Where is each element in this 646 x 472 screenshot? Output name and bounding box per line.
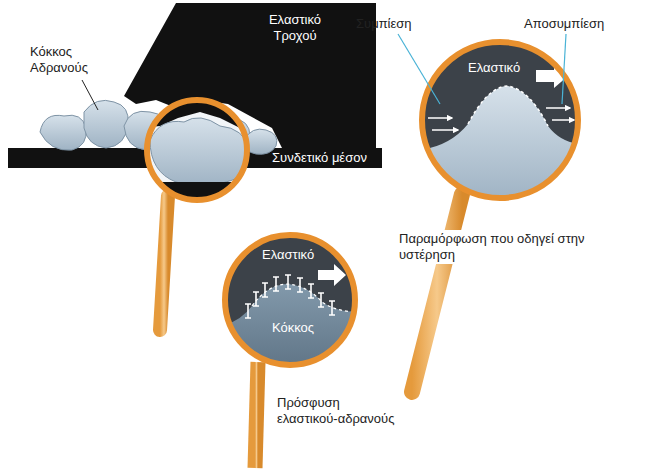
caption-note: Παραμόρφωση που οδηγεί στην υστέρηση bbox=[396, 230, 606, 264]
part-label: Κόκκος Αδρανούς bbox=[30, 44, 110, 76]
magnifier-lens bbox=[225, 235, 355, 365]
magnified-view bbox=[140, 95, 260, 212]
leader-line bbox=[82, 80, 98, 110]
part-label: Ελαστικό bbox=[468, 60, 532, 76]
part-label: Κόκκος bbox=[272, 320, 332, 336]
part-label: Ελαστικό bbox=[262, 247, 324, 263]
part-label: Συμπίεση bbox=[356, 16, 432, 32]
part-label: Αποσυμπίεση bbox=[524, 16, 620, 32]
part-label: Ελαστικό Τροχού bbox=[250, 12, 340, 44]
magnifier-lens bbox=[147, 100, 247, 200]
magnified-view bbox=[220, 230, 360, 370]
leader-line bbox=[398, 34, 440, 104]
caption-note: Πρόσφυση ελαστικού-αδρανούς bbox=[274, 394, 404, 428]
part-label: Συνδετικό μέσον bbox=[272, 150, 380, 166]
magnifier-lens bbox=[422, 42, 578, 198]
leader-line bbox=[562, 34, 566, 104]
magnified-view bbox=[420, 40, 580, 200]
